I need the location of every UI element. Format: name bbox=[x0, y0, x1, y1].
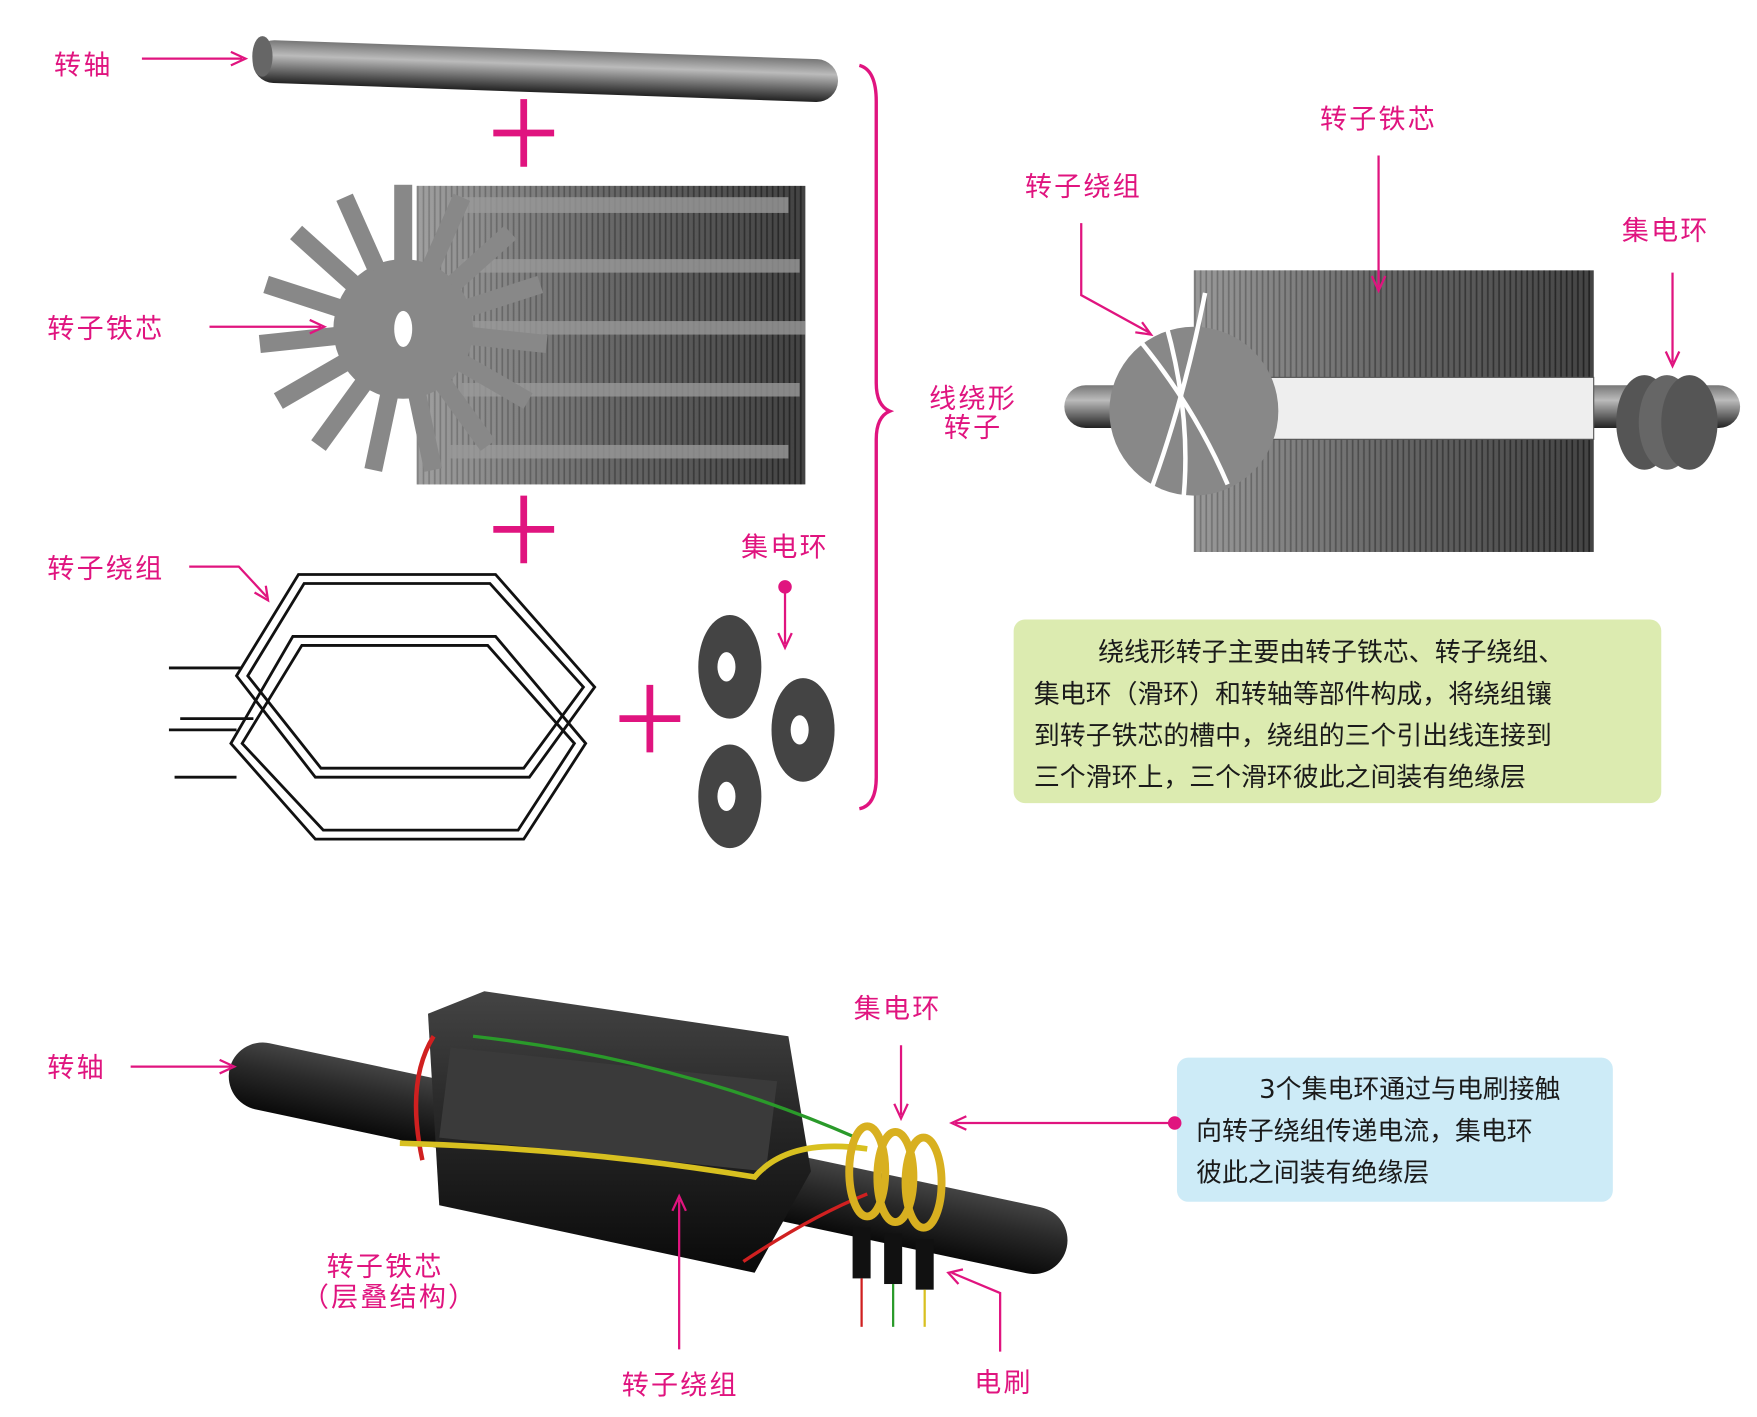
slip-ring-label: 集电环 bbox=[854, 994, 942, 1025]
arrow bbox=[777, 586, 793, 651]
arrow bbox=[209, 318, 328, 335]
core-label: 转子铁芯 bbox=[47, 314, 164, 345]
arrow bbox=[189, 565, 270, 603]
rotor-core-part bbox=[258, 184, 806, 485]
arrow bbox=[130, 1058, 237, 1075]
slip-ring-label: 集电环 bbox=[1622, 216, 1710, 247]
shaft-label: 转轴 bbox=[54, 50, 113, 81]
pointer-dot bbox=[1167, 1116, 1182, 1130]
slip-ring-parts bbox=[698, 615, 835, 849]
shaft-label: 转轴 bbox=[47, 1053, 106, 1084]
brace-label-line: 线绕形 bbox=[929, 384, 1017, 415]
blue-note: 3个集电环通过与电刷接触 向转子绕组传递电流，集电环 彼此之间装有绝缘层 bbox=[1167, 1057, 1613, 1202]
core-label: 转子铁芯 bbox=[1320, 104, 1437, 135]
arrow bbox=[893, 1045, 909, 1122]
arrow bbox=[946, 1268, 1002, 1352]
note-line: 彼此之间装有绝缘层 bbox=[1196, 1159, 1429, 1189]
arrow bbox=[671, 1193, 687, 1350]
note-line: 集电环（滑环）和转轴等部件构成，将绕组镶 bbox=[1034, 680, 1552, 710]
arrow bbox=[1080, 223, 1154, 337]
arrow bbox=[141, 50, 249, 67]
green-note: 绕线形转子主要由转子铁芯、转子绕组、 集电环（滑环）和转轴等部件构成，将绕组镶 … bbox=[1013, 619, 1662, 804]
note-line: 3个集电环通过与电刷接触 bbox=[1259, 1075, 1560, 1105]
assembled-wound-rotor bbox=[1064, 270, 1741, 552]
arrow bbox=[1370, 155, 1387, 294]
core-label: 转子铁芯 bbox=[327, 1252, 444, 1283]
brace-label-line: 转子 bbox=[944, 413, 1003, 444]
winding-label: 转子绕组 bbox=[622, 1370, 739, 1401]
arrow bbox=[1664, 272, 1681, 369]
note-line: 三个滑环上，三个滑环彼此之间装有绝缘层 bbox=[1034, 763, 1526, 793]
arrow bbox=[949, 1115, 1175, 1131]
plus-icon bbox=[493, 99, 555, 167]
shaft-part bbox=[252, 36, 838, 102]
core-label-sub: （层叠结构） bbox=[302, 1283, 478, 1314]
winding-label: 转子绕组 bbox=[47, 554, 164, 585]
note-line: 到转子铁芯的槽中，绕组的三个引出线连接到 bbox=[1034, 722, 1552, 752]
plus-icon bbox=[493, 495, 555, 564]
winding-label: 转子绕组 bbox=[1025, 172, 1142, 203]
brace bbox=[858, 63, 895, 811]
note-line: 向转子绕组传递电流，集电环 bbox=[1196, 1117, 1533, 1147]
rotor-photo bbox=[228, 991, 1068, 1327]
brush-label: 电刷 bbox=[974, 1368, 1033, 1399]
slip-ring-label: 集电环 bbox=[741, 532, 829, 563]
rotor-winding-coils bbox=[168, 573, 597, 841]
note-line: 绕线形转子主要由转子铁芯、转子绕组、 bbox=[1098, 638, 1564, 668]
plus-icon bbox=[619, 684, 681, 753]
